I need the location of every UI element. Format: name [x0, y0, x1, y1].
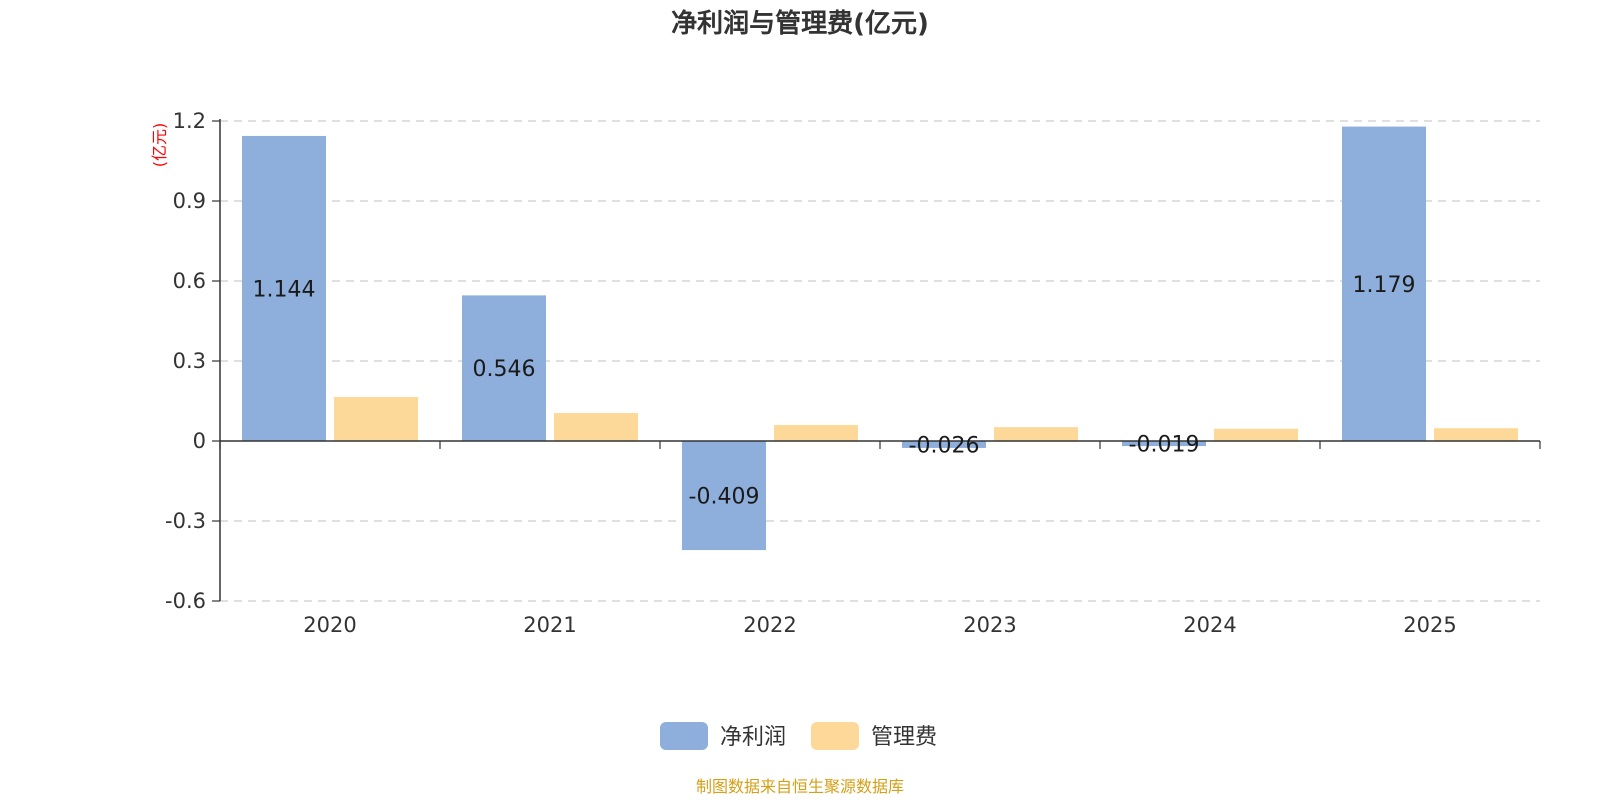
- data-labels: 1.144 0.546 -0.409 -0.026 -0.019 1.179: [253, 273, 1416, 510]
- axes: [219, 119, 1541, 601]
- y-axis-unit: (亿元): [150, 123, 169, 168]
- admin-fee-bar-2022: [774, 425, 858, 441]
- x-tick-label: 2025: [1403, 613, 1456, 637]
- net-profit-bar-2024: [1122, 441, 1206, 447]
- y-tick-label: 1.2: [173, 109, 206, 133]
- bars: [242, 126, 1518, 551]
- legend: 净利润 管理费: [660, 722, 937, 750]
- y-axis-tick-labels: 1.2 0.9 0.6 0.3 0 -0.3 -0.6: [165, 109, 220, 613]
- gridlines: [220, 120, 1540, 602]
- y-tick-label: 0: [193, 429, 206, 453]
- y-tick-label: -0.6: [165, 589, 206, 613]
- data-label-2022: -0.409: [689, 485, 760, 510]
- data-label-2023: -0.026: [909, 433, 980, 458]
- legend-label: 管理费: [871, 725, 937, 750]
- admin-fee-bar-2024: [1214, 428, 1298, 441]
- x-tick-label: 2023: [963, 613, 1016, 637]
- data-label-2020: 1.144: [253, 277, 316, 302]
- x-axis-tick-labels: 2020 2021 2022 2023 2024 2025: [303, 613, 1456, 637]
- y-tick-label: -0.3: [165, 509, 206, 533]
- net-profit-bar-2023: [902, 441, 986, 448]
- chart-title: 净利润与管理费(亿元): [671, 8, 929, 39]
- y-tick-label: 0.6: [173, 269, 206, 293]
- data-label-2025: 1.179: [1353, 273, 1416, 298]
- x-tick-label: 2021: [523, 613, 576, 637]
- y-tick-label: 0.3: [173, 349, 206, 373]
- net-profit-bar-2025: [1342, 126, 1426, 441]
- net-profit-bar-2020: [242, 135, 326, 441]
- y-tick-label: 0.9: [173, 189, 206, 213]
- legend-swatch: [811, 722, 859, 750]
- data-label-2024: -0.019: [1129, 433, 1200, 458]
- legend-label: 净利润: [720, 725, 786, 750]
- admin-fee-bar-2020: [334, 397, 418, 441]
- net-profit-bar-2022: [682, 441, 766, 551]
- admin-fee-bar-2025: [1434, 428, 1518, 441]
- admin-fee-bar-2023: [994, 427, 1078, 441]
- data-label-2021: 0.546: [473, 357, 536, 382]
- net-profit-bar-2021: [462, 295, 546, 441]
- x-tick-label: 2024: [1183, 613, 1236, 637]
- x-tick-label: 2022: [743, 613, 796, 637]
- source-note: 制图数据来自恒生聚源数据库: [696, 777, 904, 796]
- legend-swatch: [660, 722, 708, 750]
- admin-fee-bar-2021: [554, 413, 638, 441]
- x-tick-label: 2020: [303, 613, 356, 637]
